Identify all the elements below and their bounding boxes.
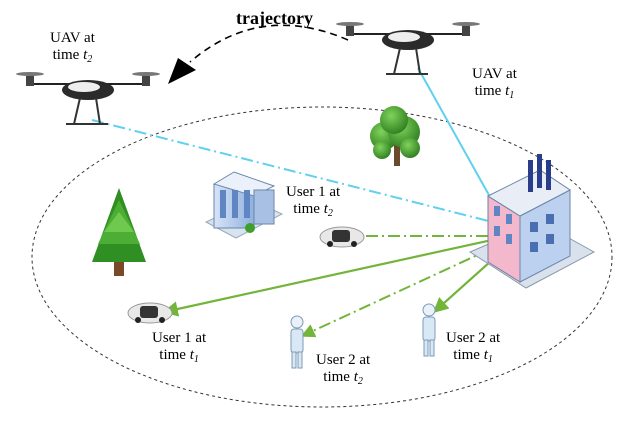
tree-icon bbox=[370, 106, 420, 166]
user2-t1-label: User 2 at time t1 bbox=[446, 330, 501, 365]
person-icon bbox=[422, 303, 436, 357]
car-icon bbox=[127, 302, 173, 324]
uav-t1-label: UAV at time t1 bbox=[472, 66, 517, 101]
uav-t2-label: UAV at time t2 bbox=[50, 30, 95, 65]
office-building-icon bbox=[204, 171, 284, 239]
trajectory-label: trajectory bbox=[236, 8, 313, 28]
uav-icon bbox=[336, 22, 480, 75]
trajectory-arc bbox=[189, 24, 349, 63]
trajectory-arrowhead bbox=[168, 58, 196, 84]
user1-t1-link bbox=[162, 234, 511, 317]
base-station-building-icon bbox=[468, 154, 596, 289]
pine-tree-icon bbox=[92, 188, 146, 276]
uav-icon bbox=[16, 72, 160, 125]
user2-t2-label: User 2 at time t2 bbox=[316, 352, 371, 387]
uav-t2-link bbox=[91, 119, 509, 227]
person-icon bbox=[290, 315, 304, 369]
user1-t2-label: User 1 at time t2 bbox=[286, 184, 341, 219]
coverage-area bbox=[31, 106, 613, 408]
user1-t1-label: User 1 at time t1 bbox=[152, 330, 207, 365]
car-icon bbox=[319, 226, 365, 248]
